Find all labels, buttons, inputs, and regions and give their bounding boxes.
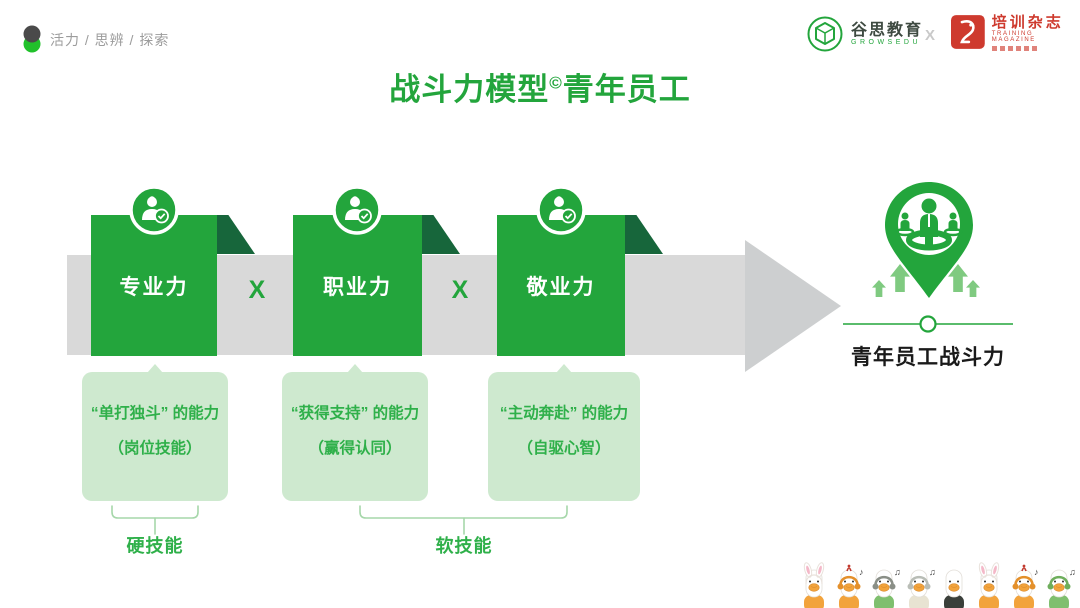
callout-line: （赢得认同） <box>308 440 402 457</box>
ribbon-fold <box>625 215 663 254</box>
soft-skill-label: 软技能 <box>435 536 493 556</box>
copyright-mark: © <box>549 73 563 93</box>
worker-check-icon <box>332 185 382 235</box>
duck-row: ♪ ♫ ♫ <box>797 562 1080 608</box>
training-name: 培训杂志 <box>991 14 1064 31</box>
duck-character <box>978 562 1000 608</box>
duck-character: ♪ <box>1012 564 1039 608</box>
worker-check-icon <box>536 185 586 235</box>
location-pin-people-icon <box>885 182 973 298</box>
ribbon-fold <box>217 215 255 254</box>
callout-line: “单打独斗” 的能力 <box>90 405 220 422</box>
duck-character: ♪ <box>837 564 864 608</box>
svg-text:♪: ♪ <box>859 567 864 577</box>
callout-dedication: “主动奔赴” 的能力 （自驱心智） <box>488 364 640 501</box>
duck-character: ♫ <box>1047 567 1076 608</box>
soft-skill-bracket <box>359 505 568 535</box>
callout-career: “获得支持” 的能力 （赢得认同） <box>282 364 428 501</box>
growsedu-logo: 谷思教育 GROWSEDU <box>806 15 923 53</box>
training-magazine-logo: 培训杂志 TRAINING MAGAZINE <box>950 14 1080 52</box>
result-label: 青年员工战斗力 <box>851 346 1005 369</box>
brand-dot-icon <box>23 25 41 53</box>
growsedu-subtitle: GROWSEDU <box>851 39 921 47</box>
svg-text:♫: ♫ <box>1069 567 1076 577</box>
duck-character <box>803 562 825 608</box>
growsedu-cube-icon <box>807 16 843 52</box>
callout-line: （岗位技能） <box>108 440 202 457</box>
duck-character: ♫ <box>907 567 936 608</box>
timeline-node <box>843 315 1013 333</box>
training-tagline-marks <box>991 46 1080 52</box>
hard-skill-bracket <box>111 505 199 535</box>
logo-separator: X <box>925 27 936 44</box>
growsedu-name: 谷思教育 <box>851 21 924 39</box>
ability-box-professional: 专业力 <box>91 215 217 356</box>
hard-skill-label: 硬技能 <box>126 536 184 556</box>
svg-text:♫: ♫ <box>929 567 936 577</box>
slide-tagline: 活力 / 思辨 / 探索 <box>50 32 170 48</box>
ability-box-dedication: 敬业力 <box>497 215 625 356</box>
svg-text:♪: ♪ <box>1034 567 1039 577</box>
worker-check-icon <box>129 185 179 235</box>
multiplier-x: X <box>248 276 266 304</box>
ribbon-fold <box>422 215 460 254</box>
duck-character <box>944 569 964 608</box>
page-title: 战斗力模型©青年员工 <box>389 72 691 107</box>
callout-professional: “单打独斗” 的能力 （岗位技能） <box>82 364 228 501</box>
duck-character: ♫ <box>872 567 901 608</box>
callout-line: （自驱心智） <box>517 440 611 457</box>
multiplier-x: X <box>451 276 469 304</box>
svg-text:♫: ♫ <box>894 567 901 577</box>
ability-box-career: 职业力 <box>293 215 422 356</box>
training-subtitle: TRAINING MAGAZINE <box>991 31 1036 44</box>
callout-line: “主动奔赴” 的能力 <box>499 405 629 422</box>
callout-line: “获得支持” 的能力 <box>290 405 420 422</box>
training-magazine-icon <box>950 15 985 49</box>
